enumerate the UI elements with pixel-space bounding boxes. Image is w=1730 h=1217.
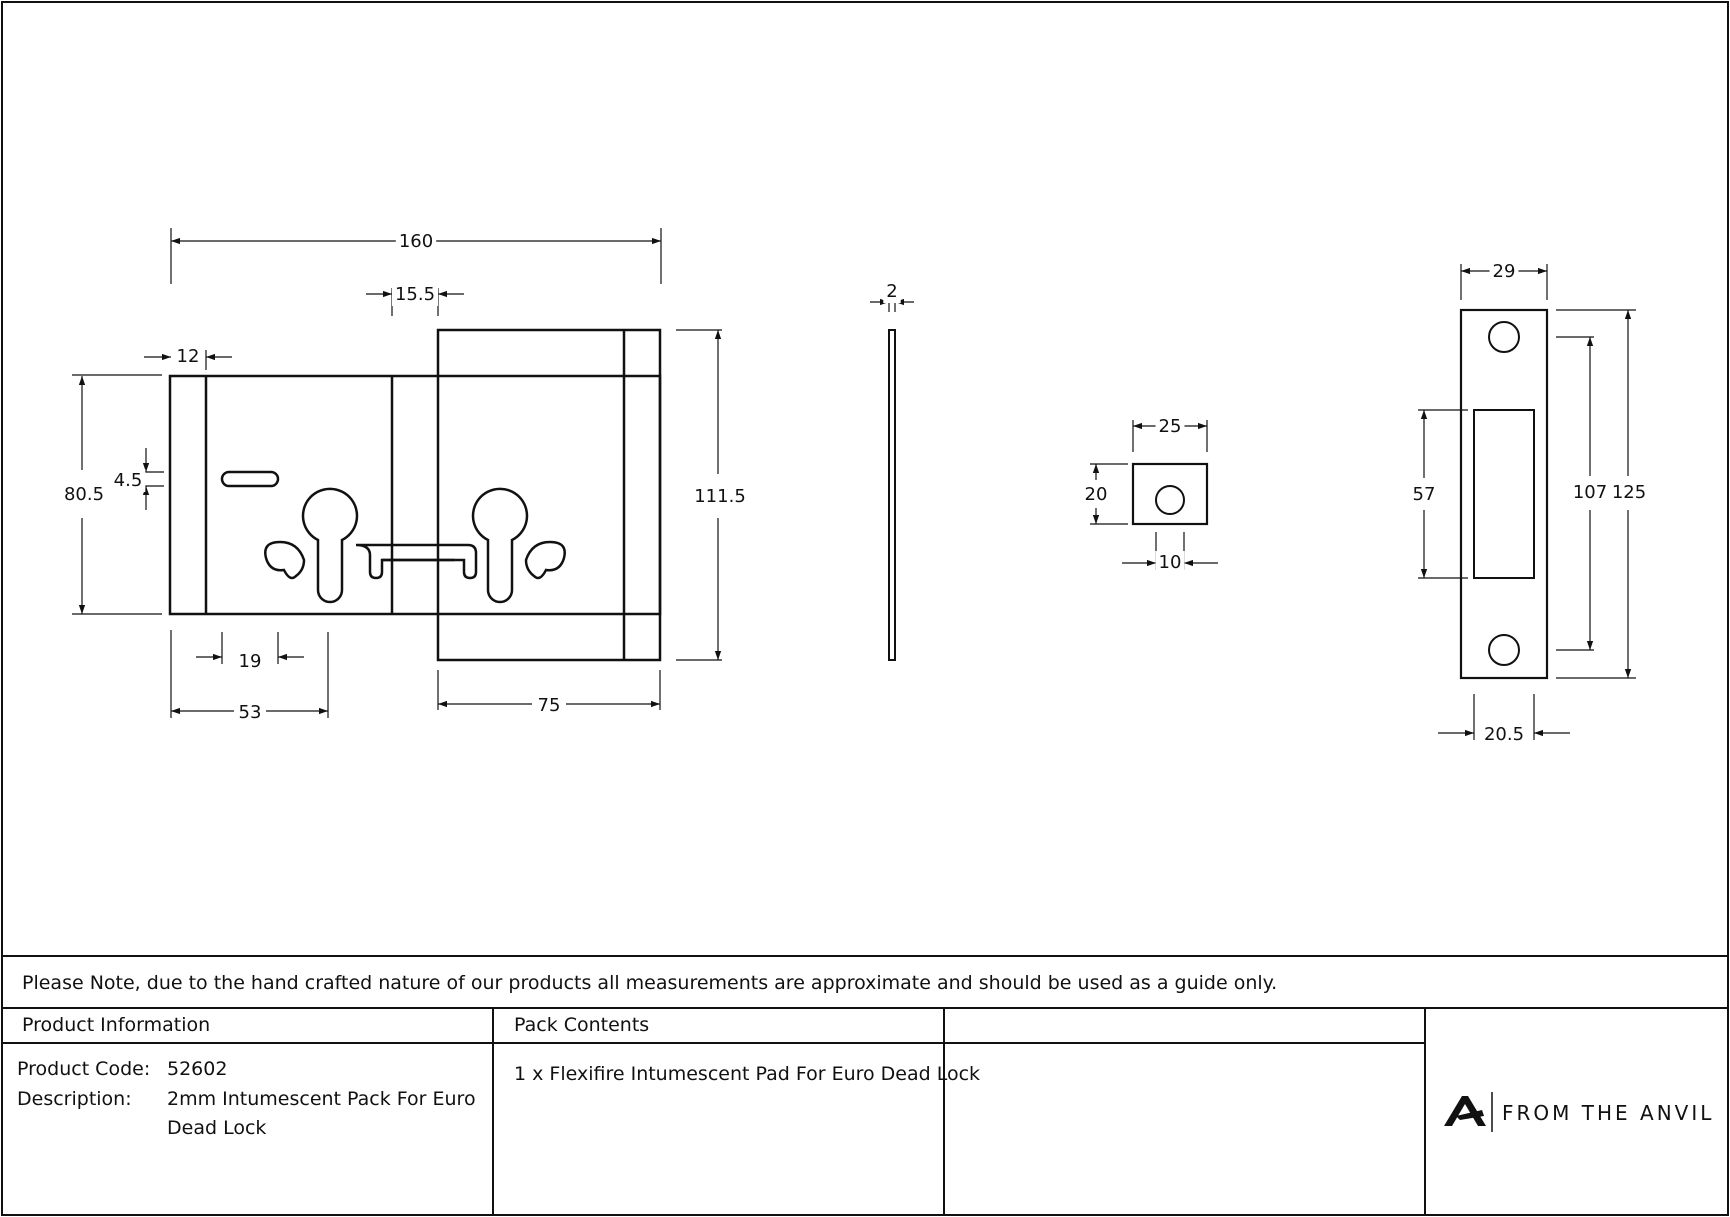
- dim-pad-thickness: 2: [886, 281, 897, 302]
- keep-plate: [1131, 462, 1209, 526]
- dim-lock-15-5: 15.5: [395, 284, 435, 305]
- strike-plate-view: [1418, 264, 1636, 740]
- dimension-label-background: [691, 485, 749, 508]
- strike-bolt-opening: [1473, 409, 1535, 579]
- lock-forend: [436, 328, 662, 662]
- description-label: Description:: [17, 1088, 132, 1110]
- lock-case-body: [168, 374, 662, 616]
- dimension-label-background: [60, 483, 108, 506]
- euro-cylinder-hole-left: [301, 487, 359, 604]
- dimension-label-background: [1155, 415, 1185, 438]
- lock-dimensions: [72, 228, 722, 718]
- anvil-a-icon: [1444, 1096, 1486, 1126]
- dimension-label-background: [1480, 723, 1528, 746]
- pack-contents-heading: Pack Contents: [514, 1014, 649, 1036]
- dimension-label-background: [534, 694, 564, 717]
- dimension-label-background: [235, 650, 265, 673]
- intumescent-pad: [888, 329, 896, 661]
- dim-lock-75: 75: [538, 695, 561, 716]
- spindle-slot: [220, 470, 280, 488]
- dimension-label-background: [173, 345, 203, 368]
- dim-strike-hole-centres: 107: [1573, 482, 1607, 503]
- dim-plate-width: 25: [1159, 416, 1182, 437]
- dimension-label-background: [883, 280, 901, 303]
- dim-strike-opening-width: 20.5: [1484, 724, 1524, 745]
- pack-item: 1 x Flexifire Intumescent Pad For Euro D…: [514, 1063, 980, 1085]
- dimension-label-background: [1489, 260, 1519, 283]
- dimension-label-background: [235, 701, 265, 724]
- disclaimer-note: Please Note, due to the hand crafted nat…: [22, 972, 1277, 994]
- product-info-heading: Product Information: [22, 1014, 210, 1036]
- dim-forend-height: 111.5: [694, 486, 746, 507]
- product-code-label: Product Code:: [17, 1058, 150, 1080]
- dim-lock-height: 80.5: [64, 484, 104, 505]
- dimension-label-background: [1608, 481, 1650, 504]
- strike-screw-hole-top: [1488, 321, 1520, 353]
- dim-lock-53: 53: [239, 702, 262, 723]
- dimension-label-background: [391, 283, 439, 306]
- keep-plate-view: [1090, 420, 1218, 570]
- euro-cylinder-hole-right: [471, 487, 529, 604]
- description-value-line1: 2mm Intumescent Pack For Euro: [167, 1088, 476, 1110]
- dim-plate-height: 20: [1085, 484, 1108, 505]
- intumescent-pad-view: [870, 298, 914, 661]
- dimension-label-background: [110, 469, 146, 492]
- dimension-label-background: [1155, 551, 1185, 574]
- title-block: [2, 955, 1728, 1215]
- brand-name: FROM THE ANVIL: [1502, 1101, 1714, 1125]
- strike-screw-hole-bottom: [1488, 634, 1520, 666]
- dimension-label-background: [395, 230, 437, 253]
- cam-lobe-left: [264, 540, 306, 580]
- dim-strike-opening-height: 57: [1413, 484, 1436, 505]
- dimension-label-background: [1569, 481, 1611, 504]
- lock-case-view: [168, 328, 662, 662]
- dim-lock-4-5: 4.5: [114, 470, 143, 491]
- dim-strike-height: 125: [1612, 482, 1646, 503]
- dim-lock-12: 12: [177, 346, 200, 367]
- product-code-value: 52602: [167, 1058, 227, 1080]
- dim-strike-width: 29: [1493, 261, 1516, 282]
- dim-lock-19: 19: [239, 651, 262, 672]
- cam-lobe-right: [524, 540, 566, 580]
- bolt-channel: [355, 543, 478, 580]
- strike-plate: [1459, 308, 1549, 680]
- description-value-line2: Dead Lock: [167, 1117, 266, 1139]
- dim-lock-length: 160: [399, 231, 433, 252]
- dim-plate-hole: 10: [1159, 552, 1182, 573]
- dimension-label-background: [1081, 483, 1111, 506]
- dimension-label-background: [1409, 483, 1439, 506]
- keep-plate-hole: [1155, 485, 1185, 515]
